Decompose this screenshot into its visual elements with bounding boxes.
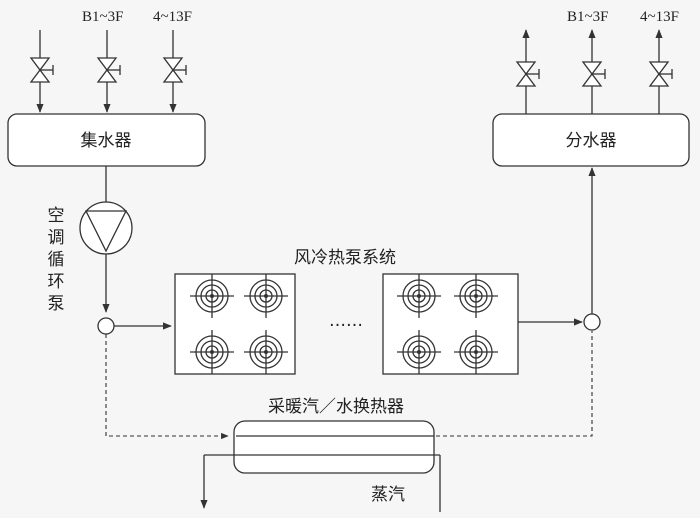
valve-icon [581, 61, 606, 87]
steam-water-heat-exchanger [233, 420, 435, 474]
water-distributor: 分水器 [492, 113, 690, 167]
pump-label-char-2: 调 [48, 228, 65, 248]
heat-exchanger-label: 采暖汽／水换热器 [268, 397, 404, 417]
heat-pump-system-label: 风冷热泵系统 [294, 248, 396, 268]
valve-icon [162, 57, 187, 83]
pump-icon [79, 201, 133, 255]
heat-pump-unit-right [382, 273, 519, 375]
outlet-pipe-2 [581, 29, 606, 114]
steam-label: 蒸汽 [371, 485, 405, 505]
fan-icon [244, 274, 288, 318]
valve-icon [29, 57, 54, 83]
fan-icon [454, 274, 498, 318]
heat-pump-unit-left [174, 273, 296, 375]
circulation-pump: 空 调 循 环 泵 [48, 166, 133, 314]
label-left-4-13f: 4~13F [153, 9, 192, 25]
fan-icon [454, 330, 498, 374]
pump-label-char-3: 循 [48, 250, 65, 270]
return-junction-node [583, 313, 601, 331]
collector-inlet-pipes: B1~3F 4~13F [29, 9, 192, 113]
valve-icon [648, 61, 673, 87]
fan-icon [397, 330, 441, 374]
distributor-outlet-pipes: B1~3F 4~13F [515, 9, 679, 114]
inlet-pipe-1 [29, 30, 54, 113]
valve-icon [96, 57, 121, 83]
fan-icon [397, 274, 441, 318]
bypass-supply-dashed-line [105, 334, 229, 440]
bypass-return-dashed-line [436, 331, 593, 437]
supply-junction-node [97, 317, 115, 335]
label-left-b1-3f: B1~3F [82, 9, 123, 25]
pump-label-char-5: 泵 [48, 294, 65, 314]
pump-label-char-4: 环 [48, 272, 65, 292]
valve-icon [515, 61, 540, 87]
fan-icon [190, 330, 234, 374]
outlet-pipe-3 [648, 29, 673, 114]
more-units-ellipsis: …… [329, 311, 363, 331]
inlet-pipe-3 [162, 30, 187, 113]
label-right-4-13f: 4~13F [640, 9, 679, 25]
outlet-pipe-1 [515, 29, 540, 114]
label-right-b1-3f: B1~3F [567, 9, 608, 25]
pump-label-char-1: 空 [48, 206, 65, 226]
collector-label: 集水器 [81, 131, 132, 151]
inlet-pipe-2 [96, 30, 121, 113]
water-collector: 集水器 [7, 113, 206, 167]
fan-icon [190, 274, 234, 318]
fan-icon [244, 330, 288, 374]
distributor-label: 分水器 [566, 131, 617, 151]
